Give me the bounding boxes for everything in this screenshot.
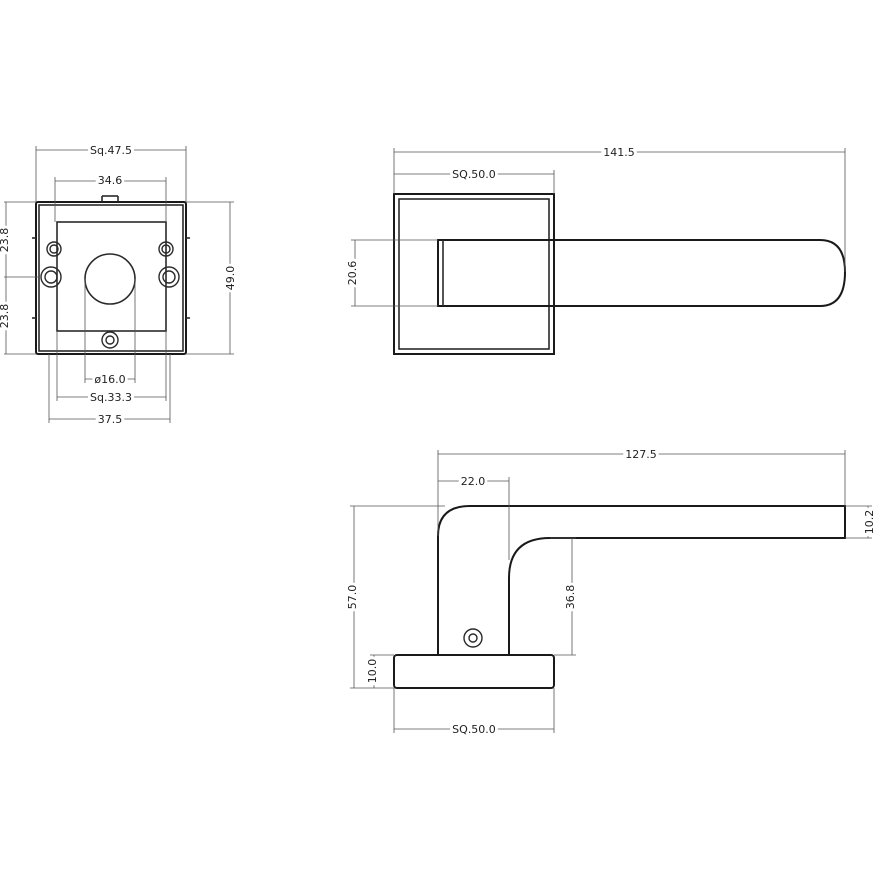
spindle-boss bbox=[84, 253, 136, 305]
top-view: 141.5 SQ.50.0 20.6 bbox=[346, 146, 847, 355]
dim-top-rose-square: SQ.50.0 bbox=[452, 168, 496, 181]
dim-top-overall-length: 141.5 bbox=[603, 146, 635, 159]
dim-front-height: 49.0 bbox=[224, 266, 237, 291]
fixing-hole-top-left bbox=[46, 241, 62, 257]
dim-side-inner-height: 36.8 bbox=[564, 585, 577, 610]
dim-side-lever-thickness: 10.2 bbox=[863, 510, 876, 535]
grub-screw-hole bbox=[101, 331, 119, 349]
dim-front-sq-outer: Sq.47.5 bbox=[90, 144, 132, 157]
dim-front-spindle-dia: ø16.0 bbox=[94, 373, 125, 386]
dim-front-sq-inner: Sq.33.3 bbox=[90, 391, 132, 404]
side-view: 127.5 22.0 57.0 10.0 36.8 10.2 SQ.50.0 bbox=[346, 448, 876, 736]
dim-side-lever-length: 127.5 bbox=[625, 448, 657, 461]
dim-front-inner-width: 34.6 bbox=[98, 174, 123, 187]
dim-front-base-width: 37.5 bbox=[98, 413, 123, 426]
dim-front-lower-half: 23.8 bbox=[0, 304, 11, 329]
dim-side-neck-width: 22.0 bbox=[461, 475, 486, 488]
dim-side-rose-thickness: 10.0 bbox=[366, 659, 379, 684]
side-lever-outline bbox=[437, 505, 846, 655]
screw-hole-right bbox=[158, 266, 180, 288]
rose-plate-inner-edge bbox=[38, 204, 184, 352]
inner-square bbox=[56, 221, 167, 332]
dim-top-lever-width: 20.6 bbox=[346, 261, 359, 286]
top-rose-outline bbox=[393, 193, 555, 355]
side-rose-base bbox=[393, 654, 555, 689]
dim-side-overall-height: 57.0 bbox=[346, 585, 359, 610]
fixing-hole-top-right bbox=[158, 241, 174, 257]
dim-side-rose-square: SQ.50.0 bbox=[452, 723, 496, 736]
front-view: Sq.47.5 34.6 49.0 23.8 23.8 ø16.0 Sq.33.… bbox=[0, 144, 237, 426]
dim-front-upper-half: 23.8 bbox=[0, 228, 11, 253]
side-grub-screw bbox=[463, 628, 483, 648]
screw-hole-left bbox=[40, 266, 62, 288]
rose-plate-outline bbox=[35, 201, 187, 355]
top-lever-outline bbox=[437, 239, 847, 307]
